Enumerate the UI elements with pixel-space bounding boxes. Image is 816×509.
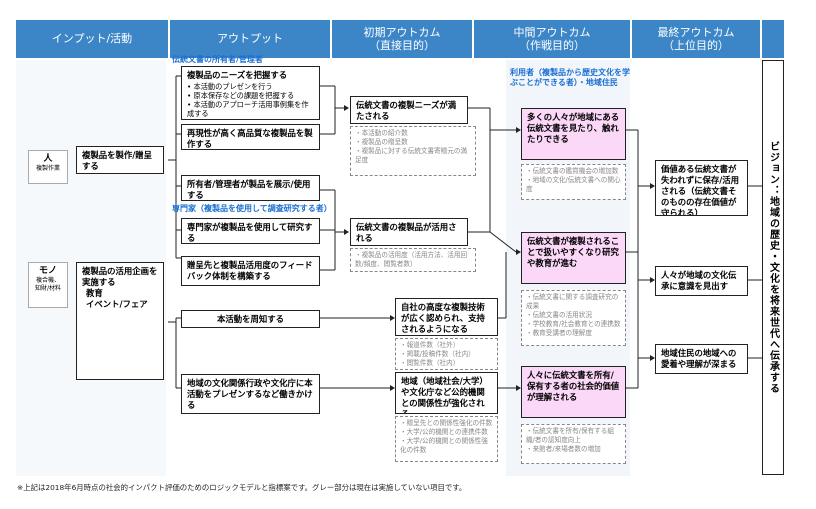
mid-research-education-indicators: 伝統文書に関する調査研究の成果 伝統文書の活用状況 学校教育/社会教育との連携数… [521,290,626,346]
input-mono: モノ 複合機、 知財/材料 [28,262,68,308]
mid-more-people-see-indicators: 伝統文書の鑑賞機会の増加数 地域の文化/伝統文書への関心度 [521,164,626,200]
mid-social-value: 人々に伝統文書を所有/保有する者の社会的価値が理解される [521,366,626,418]
indicator-item: 複製品に対する伝統文書寄贈元の満足度 [355,147,471,165]
indicator-item: 大学/公的機関との連携件数 [400,428,493,437]
activity-item: 教育 [86,288,103,298]
initial-tech-recognized: 自社の高度な複製技術が広く認められ、支持されるようになる [395,298,498,336]
activity-item: イベント/フェア [86,299,148,309]
indicator-item: 伝統文書を所有/保有する組織/者の認知度向上 [526,427,621,445]
indicator-item: 報道件数（社外） [400,341,493,350]
output-exhibit-use: 所有者/管理者が製品を展示/使用する [181,175,320,201]
output-publicize: 本活動を周知する [181,310,320,328]
final-awareness: 人々が地域の文化伝承に意識を見出す [655,266,748,296]
initial-needs-met: 伝統文書の複製ニーズが満たされる [350,96,468,124]
vision-statement: ビジョン：地域の歴史・文化を将来世代へ伝承する [762,60,784,475]
mid-research-education: 伝統文書が複製されることで扱いやすくなり研究や教育が進む [521,232,626,284]
header-output: アウトプット [170,20,330,58]
indicator-item: 地域の文化/伝統文書への関心度 [526,176,621,194]
initial-replica-used: 伝統文書の複製品が活用される [350,218,468,246]
indicator-item: 複製品の贈呈数 [355,138,471,147]
group-label-users: 利用者（複製品から歴史文化を学ぶことができる者）・地域住民 [510,68,630,87]
header-input: インプット/活動 [16,20,168,58]
indicator-item: 来館者/来場者数の増加 [526,445,621,454]
indicator-item: 掲載/投稿件数（社内） [400,350,493,359]
indicator-item: 大学/公的機関との関係性強化の件数 [400,437,493,455]
header-vision-cap [762,20,784,58]
indicator-item: 本活動の紹介数 [355,129,471,138]
indicator-item: 贈呈先との関係性強化の件数 [400,419,493,428]
header-initial: 初期アウトカム（直接目的） [332,20,472,58]
initial-relationship-strengthened: 地域（地域社会/大学）や文化庁など公的機関との関係性が強化される [395,372,498,414]
output-grasp-needs: 複製品のニーズを把握する 本活動のプレゼンを行う 原本保存などの課題を把握する … [181,66,320,120]
indicator-item: 伝統文書の鑑賞機会の増加数 [526,167,621,176]
indicator-item: 伝統文書の活用状況 [526,311,621,320]
input-hito: 人 複製作業 [28,150,68,184]
initial-replica-used-indicators: 複製品の活用度（活用方法、活用回数/頻度、閲覧者数） [350,248,476,272]
initial-relationship-indicators: 贈呈先との関係性強化の件数 大学/公的機関との連携件数 大学/公的機関との関係性… [395,416,498,462]
final-attachment: 地域住民の地域への愛着や理解が深まる [655,344,748,374]
group-label-owners: 伝統文書の所有者/管理者 [172,55,263,64]
output-approach-agencies: 地域の文化関係行政や文化庁に本活動をプレゼンするなど働きかける [181,374,320,414]
mid-social-value-indicators: 伝統文書を所有/保有する組織/者の認知度向上 来館者/来場者数の増加 [521,424,626,464]
indicator-item: 学校教育/社会教育との連携数 [526,320,621,329]
output-subitem: 原本保存などの課題を把握する [187,91,314,100]
indicator-item: 教育受講者の理解度 [526,329,621,338]
output-subitem: 本活動のプレゼンを行う [187,82,314,91]
header-final: 最終アウトカム（上位目的） [632,20,760,58]
output-expert-research: 専門家が複製品を使用して研究する [181,218,320,244]
header-mid: 中間アウトカム（作戦目的） [474,20,630,58]
group-label-experts: 専門家（複製品を使用して調査研究する者） [172,204,332,213]
activity-produce-replicas: 複製品を製作/贈呈する [76,146,164,174]
output-subitem: 本活動のアプローチ活用事例集を作成する [187,100,314,118]
indicator-item: 複製品の活用度（活用方法、活用回数/頻度、閲覧者数） [355,251,471,269]
activity-utilization-planning: 複製品の活用企画を実施する 教育 イベント/フェア [76,262,164,380]
final-preserved: 価値ある伝統文書が失われずに保存/活用される（伝統文書そのものの存在価値が守られ… [655,160,748,216]
mid-more-people-see: 多くの人々が地域にある伝統文書を見たり、触れたりできる [521,108,626,160]
indicator-item: 閲覧件数（社内） [400,359,493,368]
footnote: ※上記は2018年6月時点の社会的インパクト評価のためのロジックモデルと指標案で… [17,483,467,492]
initial-needs-met-indicators: 本活動の紹介数 複製品の贈呈数 複製品に対する伝統文書寄贈元の満足度 [350,126,476,176]
output-feedback-system: 贈呈先と複製品活用度のフィードバック体制を構築する [181,256,320,286]
output-high-quality-replica: 再現性が高く高品質な複製品を製作する [181,124,320,150]
initial-tech-recognized-indicators: 報道件数（社外） 掲載/投稿件数（社内） 閲覧件数（社内） [395,338,498,370]
indicator-item: 伝統文書に関する調査研究の成果 [526,293,621,311]
